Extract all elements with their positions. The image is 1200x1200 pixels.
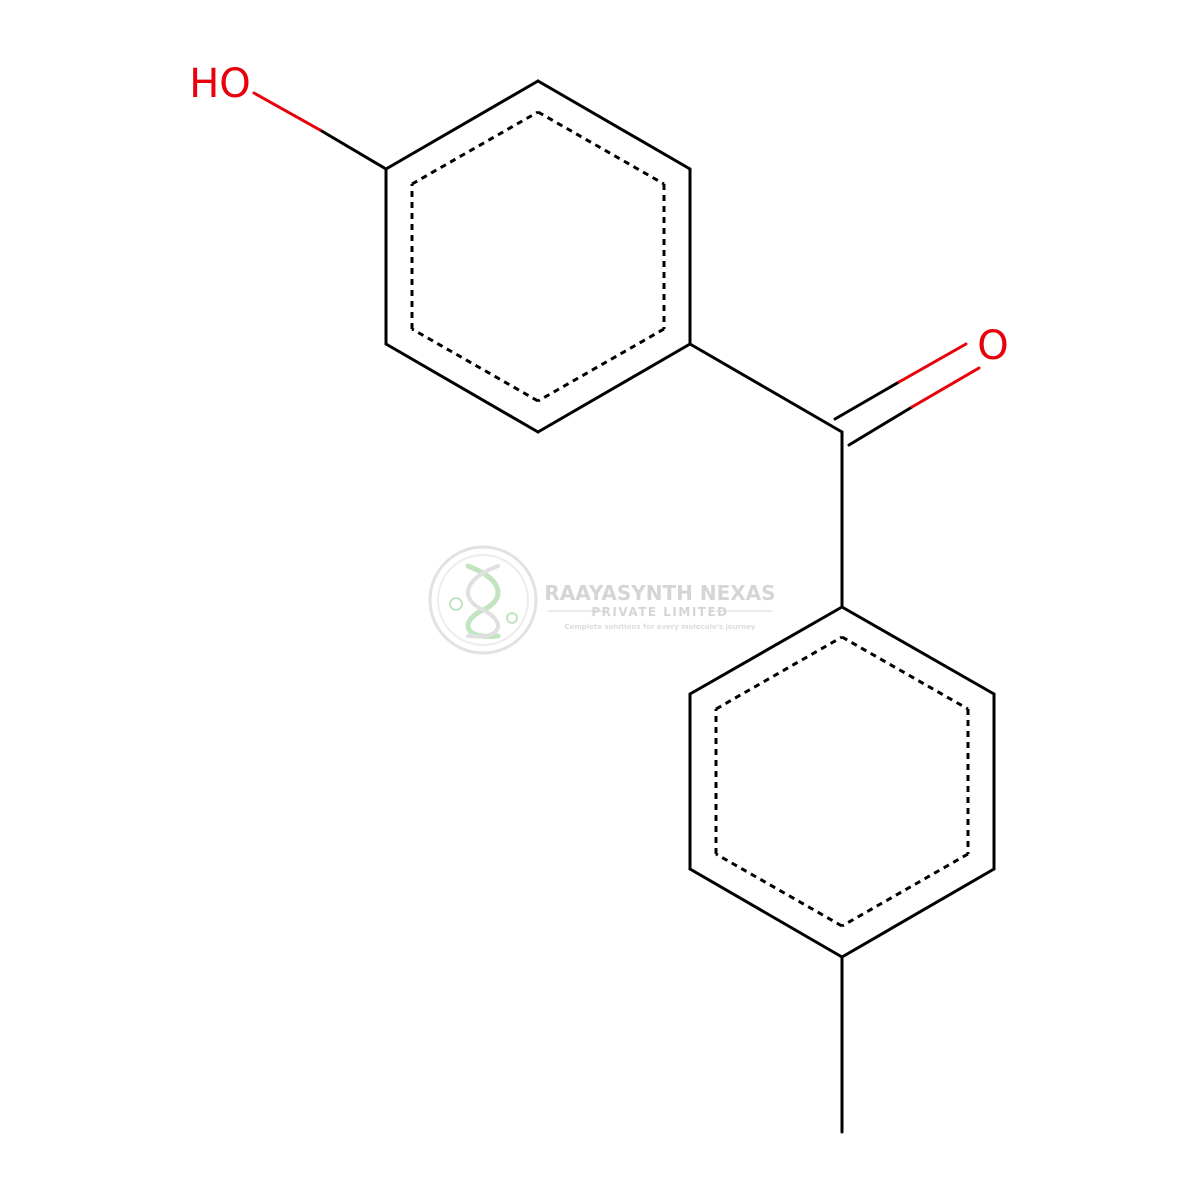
aromatic-bond <box>715 635 843 711</box>
aromatic-bond <box>537 327 665 403</box>
bond <box>688 605 844 696</box>
tolyl-ring <box>688 605 996 959</box>
aromatic-bond <box>841 635 969 711</box>
hydroxyl-group: HO <box>189 61 388 171</box>
aromatic-bond <box>715 852 843 928</box>
watermark: RAAYASYNTH NEXAS PRIVATE LIMITED Complet… <box>428 545 776 655</box>
bond <box>833 380 901 421</box>
bond <box>688 342 844 434</box>
bond <box>536 342 692 434</box>
bond <box>384 79 540 171</box>
aromatic-bond <box>411 110 539 186</box>
bond <box>318 128 388 171</box>
bond <box>840 605 996 696</box>
watermark-company-name: RAAYASYNTH NEXAS <box>544 581 775 605</box>
watermark-logo-icon <box>428 545 538 655</box>
bond <box>847 405 914 447</box>
bond <box>910 366 981 409</box>
watermark-company-subtitle: PRIVATE LIMITED <box>591 605 728 619</box>
bond <box>536 79 692 171</box>
aromatic-bond <box>537 110 665 186</box>
watermark-tagline: Complete solutions for every molecule's … <box>565 623 756 631</box>
bond <box>252 91 322 132</box>
aromatic-bond <box>841 852 969 928</box>
hydroxyl-label: HO <box>189 61 251 107</box>
aromatic-bond <box>411 327 539 403</box>
carbonyl-oxygen-label: O <box>977 323 1008 369</box>
bond <box>840 867 996 959</box>
bond <box>688 867 844 959</box>
bond <box>897 342 968 384</box>
phenol-ring <box>384 79 692 434</box>
bond <box>384 342 540 434</box>
carbonyl-group: O <box>688 323 1009 609</box>
